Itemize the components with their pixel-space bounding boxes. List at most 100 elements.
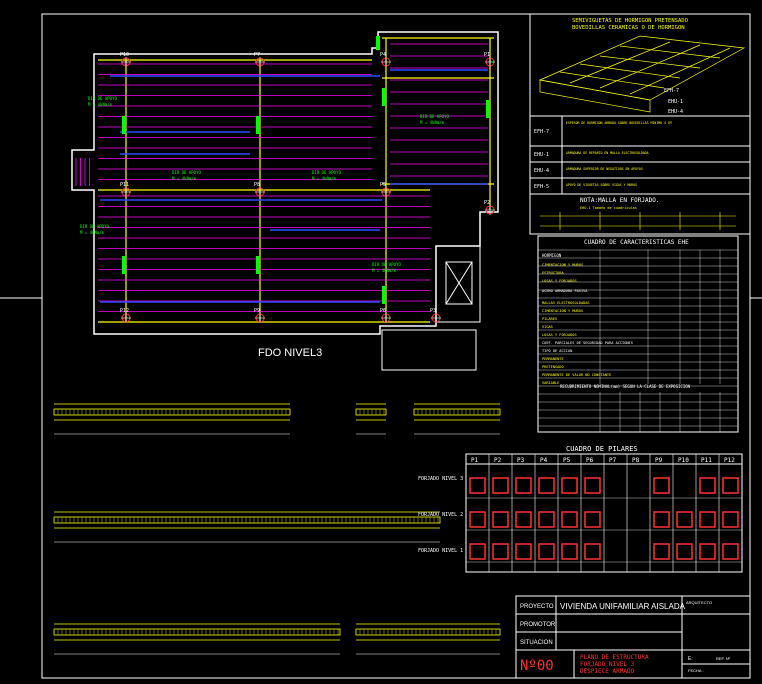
pillar-section [561, 543, 578, 560]
pillar-section [722, 477, 739, 494]
beam-details [53, 403, 501, 655]
pillar-section [584, 543, 601, 560]
plan-beam-tags [122, 36, 490, 304]
tb-escala-label: E: [688, 656, 693, 662]
beam-section [53, 408, 291, 416]
row-text-1: ESPESOR DE HORMIGON ARMADO SOBRE BOVEDIL… [566, 121, 672, 125]
row-code-4: EFH-5 [534, 184, 549, 190]
ehe-row-label: CIMENTACION Y MUROS [542, 263, 583, 267]
svg-text:M = 4kNm/m: M = 4kNm/m [420, 120, 445, 125]
row-text-4: APOYO DE VIGUETAS SOBRE VIGAS Y MUROS [566, 183, 637, 187]
pillar-section [653, 477, 670, 494]
tb-ref-label: REF. Nº [716, 656, 731, 661]
pillar-section [676, 511, 693, 528]
row-code-1: EFH-7 [534, 129, 549, 135]
tb-fecha-label: FECHA : [688, 668, 704, 673]
row-code-3: EHU-4 [534, 168, 549, 174]
title-block: PROYECTO VIVIENDA UNIFAMILIAR AISLADA AR… [515, 595, 751, 679]
pillar-col-header: P11 [701, 457, 712, 464]
svg-text:M = 4kNm/m: M = 4kNm/m [172, 176, 197, 181]
tb-proyecto-label: PROYECTO [520, 604, 554, 610]
pillar-label: P2 [484, 200, 490, 206]
ehe-row-label: PERMANENTE DE VALOR NO CONSTANTE [542, 373, 611, 377]
ehe-frame [537, 235, 739, 433]
pillar-section [469, 511, 486, 528]
slab-outline [71, 31, 499, 335]
row-text-3: ARMADURA SUPERIOR DE NEGATIVOS EN APOYOS [566, 167, 643, 171]
sheet-frame [41, 13, 751, 679]
pillar-section [469, 543, 486, 560]
plan-title: FDO NIVEL3 [258, 347, 322, 359]
pillar-col-header: P12 [724, 457, 735, 464]
void-cross-b [445, 261, 473, 305]
pillar-section [492, 477, 509, 494]
ehe-recubrimiento: RECUBRIMIENTO NOMINAL(mm) SEGUN LA CLASE… [560, 384, 691, 389]
lower-extension [381, 329, 477, 371]
beam-section [53, 516, 441, 524]
beam-section [355, 408, 387, 416]
pillar-label: P4 [380, 52, 386, 58]
slab-detail-box: SEMIVIGUETAS DE HORMIGON PRETENSADO BOVE… [529, 13, 751, 235]
mesh-title: NOTA:MALLA EN FORJADO. [580, 197, 659, 204]
pillar-section [561, 477, 578, 494]
pillar-level-label: FORJADO NIVEL 3 [418, 476, 463, 482]
detail-title-1: SEMIVIGUETAS DE HORMIGON PRETENSADO [572, 18, 688, 24]
pillar-section [584, 477, 601, 494]
pillar-table-title: CUADRO DE PILARES [566, 445, 638, 453]
tb-promotor-label: PROMOTOR [520, 622, 556, 628]
pillar-col-header: P5 [563, 457, 571, 464]
pillar-col-header: P3 [517, 457, 525, 464]
ehe-row-label: PILARES [542, 317, 557, 321]
ehe-row-label: CIMENTACION Y MUROS [542, 309, 583, 313]
pillar-section [515, 477, 532, 494]
pillar-label: P10 [120, 52, 129, 58]
pillar-section [676, 543, 693, 560]
pillar-section [538, 477, 555, 494]
detail-title-2: BOVEDILLAS CERAMICAS O DE HORMIGON [572, 25, 685, 31]
row-code-2: EHU-1 [534, 152, 549, 158]
pillar-col-header: P8 [632, 457, 640, 464]
ehe-row-label: PRETENSADO [542, 365, 564, 369]
tb-proyecto-value: VIVIENDA UNIFAMILIAR AISLADA [560, 602, 686, 611]
pillar-level-label: FORJADO NIVEL 2 [418, 512, 463, 518]
pillar-label: P1 [484, 52, 490, 58]
svg-text:DIR DE APOYO: DIR DE APOYO [172, 170, 201, 175]
beam-section [53, 628, 341, 636]
joists [75, 43, 488, 312]
tb-plan-3: DESPIECE ARMADO [580, 668, 635, 675]
pillar-section [653, 543, 670, 560]
pillar-levels: FORJADO NIVEL 3 FORJADO NIVEL 2 FORJADO NI… [418, 476, 742, 563]
pillar-section [538, 543, 555, 560]
pillar-section [492, 511, 509, 528]
pillar-label: P7 [254, 52, 260, 58]
pillar-label: P6 [380, 308, 386, 314]
svg-text:DIR DE APOYO: DIR DE APOYO [420, 114, 449, 119]
legend-3: EHU-4 [668, 109, 683, 115]
pillar-level-label: FORJADO NIVEL 1 [418, 548, 463, 554]
tb-plan-2: FORJADO NIVEL 3 [580, 661, 635, 668]
pillar-section [699, 477, 716, 494]
tb-sheet-no: Nº00 [520, 658, 554, 674]
legend-1: EFH-7 [664, 88, 679, 94]
pillar-col-header: P1 [471, 457, 479, 464]
pillar-col-header: P4 [540, 457, 548, 464]
pillar-section [515, 543, 532, 560]
pillar-section [722, 511, 739, 528]
pillar-section [561, 511, 578, 528]
pillar-col-header: P9 [655, 457, 663, 464]
ehe-row-label: COEF. PARCIALES DE SEGURIDAD PARA ACCION… [542, 341, 633, 345]
pillar-label: P5 [380, 182, 386, 188]
pillar-section [538, 511, 555, 528]
pillar-col-header: P10 [678, 457, 689, 464]
svg-text:DIR DE APOYO: DIR DE APOYO [88, 96, 117, 101]
pillar-label: P3 [430, 308, 436, 314]
ehe-table: CUADRO DE CARACTERISTICAS EHE HORMIGON C… [537, 235, 739, 433]
pillar-label: P8 [254, 182, 260, 188]
pillar-col-header: P7 [609, 457, 617, 464]
